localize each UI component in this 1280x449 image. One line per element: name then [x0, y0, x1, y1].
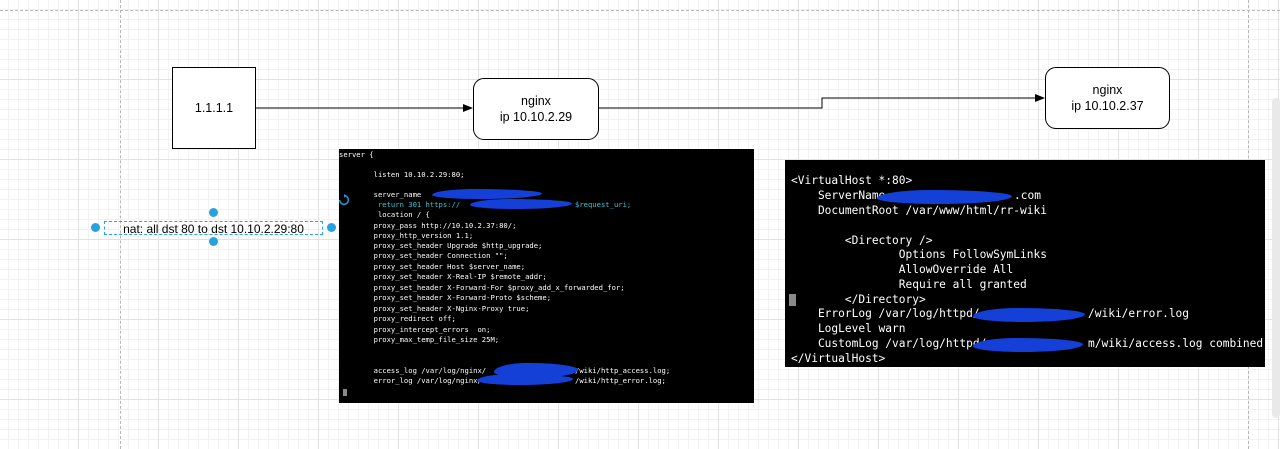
redaction-mark — [477, 374, 573, 385]
client-node[interactable]: 1.1.1.1 — [172, 67, 256, 149]
apache-customlog: CustomLog /var/log/httpd/ — [791, 337, 987, 350]
apache-line: <Directory /> — [791, 234, 933, 247]
client-node-label: 1.1.1.1 — [194, 101, 234, 115]
edge-nginx-front-to-nginx-back[interactable] — [599, 94, 1045, 109]
nginx-error-suffix: /wiki/http_error.log; — [575, 376, 666, 385]
selection-handle-top[interactable] — [209, 208, 218, 217]
page-boundary-top — [0, 10, 1280, 11]
nginx-line: proxy_set_header Connection ""; — [339, 251, 508, 260]
apache-servername-suffix: .com — [1014, 189, 1041, 202]
apache-servername: ServerName — [791, 189, 886, 202]
apache-errorlog-suffix: /wiki/error.log — [1088, 307, 1190, 320]
apache-line: ServerName .com — [791, 189, 1041, 204]
nginx-access-log: access_log /var/log/nginx/ — [339, 366, 487, 375]
redaction-mark — [973, 338, 1083, 352]
selection-handle-bottom[interactable] — [209, 237, 218, 246]
nginx-line: proxy_set_header X-Real-IP $remote_addr; — [339, 272, 547, 281]
nginx-line: proxy_set_header X-Forward-Proto $scheme… — [339, 293, 552, 302]
nginx-line: proxy_max_temp_file_size 25M; — [339, 335, 500, 344]
redaction-mark — [432, 189, 542, 199]
apache-customlog-suffix: m/wiki/access.log combined — [1088, 337, 1264, 350]
apache-line: LogLevel warn — [791, 322, 906, 335]
apache-line: CustomLog /var/log/httpd/m/wiki/access.l… — [791, 337, 1263, 352]
nginx-back-ip: ip 10.10.2.37 — [1071, 99, 1144, 113]
nginx-front-ip: ip 10.10.2.29 — [499, 110, 573, 124]
nginx-line: return 301 https:// $request_uri; — [339, 200, 631, 210]
nginx-line: location / { — [339, 210, 430, 219]
refresh-icon[interactable] — [338, 194, 350, 206]
apache-line: Options FollowSymLinks — [791, 248, 1047, 261]
nginx-back-title: nginx — [1092, 83, 1123, 97]
nginx-line: proxy_http_version 1.1; — [339, 231, 474, 240]
nginx-line: error_log /var/log/nginx/ /wiki/http_erro… — [339, 376, 666, 386]
terminal-cursor — [343, 389, 347, 396]
nginx-front-node[interactable]: nginx ip 10.10.2.29 — [473, 78, 599, 140]
nginx-line: server_name — [339, 190, 426, 199]
apache-line: </VirtualHost> — [791, 352, 886, 365]
nginx-error-log: error_log /var/log/nginx/ — [339, 376, 482, 385]
nginx-return-line: return 301 https:// — [339, 200, 461, 209]
nginx-access-suffix: /wiki/http_access.log; — [575, 366, 671, 375]
redaction-mark — [470, 199, 572, 209]
apache-line: AllowOverride All — [791, 263, 1014, 276]
apache-errorlog: ErrorLog /var/log/httpd/ — [791, 307, 980, 320]
nginx-line: proxy_set_header X-Nginx-Proxy true; — [339, 304, 530, 313]
nginx-back-node[interactable]: nginx ip 10.10.2.37 — [1045, 67, 1170, 129]
nginx-line: proxy_set_header Upgrade $http_upgrade; — [339, 241, 543, 250]
nginx-line: access_log /var/log/nginx/ /wiki/http_acc… — [339, 366, 671, 376]
apache-line: </Directory> — [791, 293, 926, 306]
nginx-return-suffix: $request_uri; — [575, 200, 632, 209]
selection-handle-right[interactable] — [327, 223, 336, 232]
nginx-line: proxy_pass http://10.10.2.37:80/; — [339, 221, 517, 230]
nginx-line: proxy_intercept_errors on; — [339, 325, 491, 334]
apache-line: Require all granted — [791, 278, 1027, 291]
nginx-line: server { — [339, 150, 374, 159]
page-boundary-left — [120, 0, 121, 449]
redaction-mark — [973, 308, 1085, 322]
nginx-line: proxy_set_header Host $server_name; — [339, 262, 526, 271]
selection-handle-left[interactable] — [91, 223, 100, 232]
apache-config-screenshot: <VirtualHost *:80> ServerName .com Docume… — [785, 160, 1265, 367]
nginx-front-title: nginx — [521, 94, 551, 108]
terminal-cursor — [789, 294, 796, 306]
nat-label-text: nat: all dst 80 to dst 10.10.2.29:80 — [123, 222, 304, 236]
nginx-line: listen 10.10.2.29:80; — [339, 170, 465, 179]
apache-line: DocumentRoot /var/www/html/rr-wiki — [791, 204, 1047, 217]
nginx-line: proxy_redirect off; — [339, 314, 456, 323]
redaction-mark — [877, 190, 1012, 204]
nat-label[interactable]: nat: all dst 80 to dst 10.10.2.29:80 — [104, 221, 323, 236]
vertical-scrollbar[interactable] — [1272, 98, 1280, 418]
nginx-config-screenshot: server { listen 10.10.2.29:80; server_na… — [339, 149, 754, 403]
apache-line: <VirtualHost *:80> — [791, 174, 913, 187]
nginx-line: proxy_set_header X-Forward-For $proxy_ad… — [339, 283, 625, 292]
apache-line: ErrorLog /var/log/httpd/ /wiki/error.log — [791, 307, 1189, 322]
